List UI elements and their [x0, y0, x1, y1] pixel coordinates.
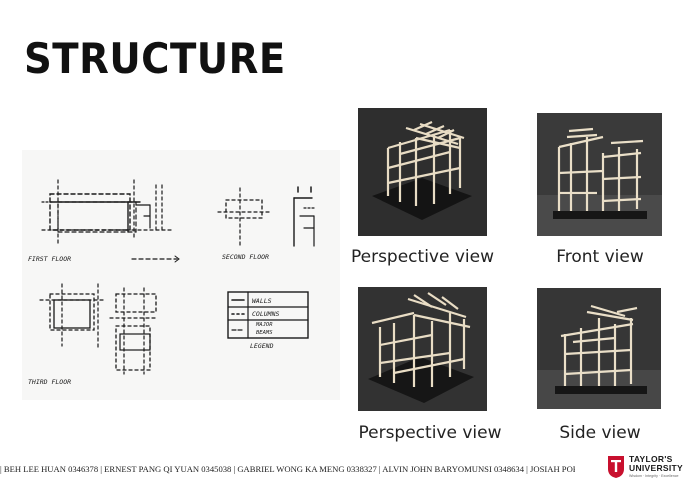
- second-floor-label: SECOND FLOOR: [222, 253, 269, 261]
- caption-front: Front view: [556, 247, 644, 267]
- legend-beams: BEAMS: [256, 330, 273, 336]
- logo-line2: UNIVERSITY: [629, 463, 684, 473]
- floor-plan-sketch: FIRST FLOOR SECOND FLOOR THIRD FLOOR WAL…: [22, 150, 340, 400]
- first-floor-plan: [41, 179, 180, 263]
- university-crest-icon: [608, 456, 624, 478]
- caption-side: Side view: [559, 423, 641, 443]
- university-logo: TAYLOR'S UNIVERSITY Wisdom · Integrity ·…: [607, 453, 689, 483]
- third-floor-label: THIRD FLOOR: [28, 378, 71, 386]
- floor-plan-drawing: FIRST FLOOR SECOND FLOOR THIRD FLOOR WAL…: [28, 179, 317, 386]
- caption-perspective-2: Perspective view: [358, 423, 502, 443]
- legend-major: MAJOR: [255, 322, 273, 328]
- caption-perspective-1: Perspective view: [350, 247, 494, 267]
- legend-label: LEGEND: [250, 342, 274, 350]
- legend-walls: WALLS: [252, 297, 272, 305]
- legend-columns: COLUMNS: [252, 310, 279, 318]
- second-floor-plan: [217, 186, 317, 247]
- model-photo-front: [537, 113, 662, 236]
- logo-line1: TAYLOR'S: [629, 454, 673, 464]
- model-photo-side: [537, 288, 661, 409]
- footer-credits: | BEH LEE HUAN 0346378 | ERNEST PANG QI …: [0, 464, 575, 474]
- model-photo-perspective-1: [358, 108, 487, 236]
- legend-box: [227, 291, 309, 339]
- logo-tagline: Wisdom · Integrity · Excellence: [629, 474, 679, 478]
- third-floor-plan: [39, 283, 157, 375]
- model-photo-perspective-2: [358, 287, 487, 411]
- slide-title: STRUCTURE: [24, 34, 286, 83]
- first-floor-label: FIRST FLOOR: [28, 255, 71, 263]
